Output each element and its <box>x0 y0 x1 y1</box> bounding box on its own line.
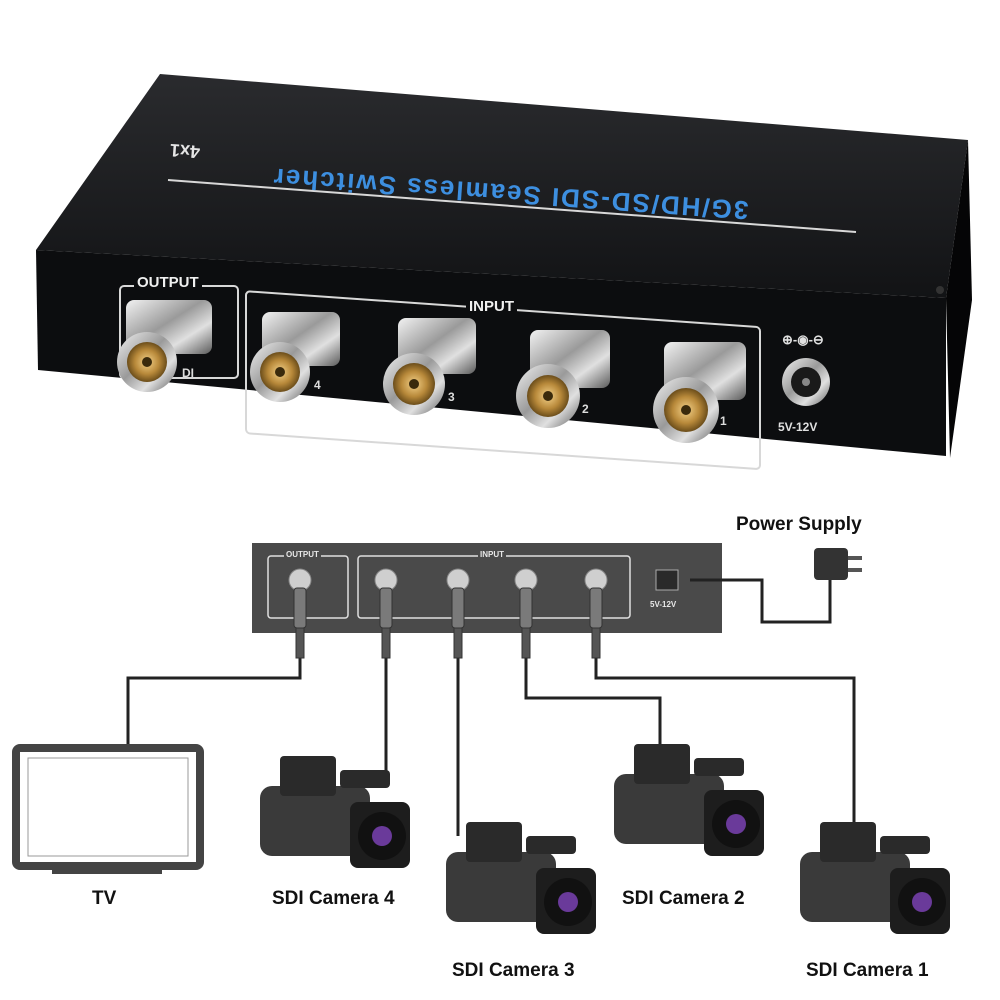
power-adapter-icon <box>814 548 862 580</box>
device-port-label-3: 3 <box>448 390 455 404</box>
camera-2-icon <box>614 744 764 856</box>
camera-1-label: SDI Camera 1 <box>806 960 929 981</box>
camera-4-label: SDI Camera 4 <box>272 888 395 909</box>
device-output-label: OUTPUT <box>134 274 202 291</box>
diagram-power-label: 5V-12V <box>650 600 677 609</box>
bnc-connector-input-2 <box>516 330 610 428</box>
power-supply-label: Power Supply <box>736 514 862 535</box>
device-port-label-4: 4 <box>314 378 321 392</box>
bnc-connector-input-1 <box>653 342 746 443</box>
device-top-face <box>36 74 968 298</box>
device-polarity-symbol: ⊕-◉-⊖ <box>782 332 824 347</box>
device-port-label-output: DI <box>182 366 194 380</box>
camera-2-label: SDI Camera 2 <box>622 888 745 909</box>
camera-3-icon <box>446 822 596 934</box>
camera-1-icon <box>800 822 950 934</box>
diagram-input-label: INPUT <box>478 550 506 559</box>
camera-3-label: SDI Camera 3 <box>452 960 575 981</box>
bnc-connector-output <box>117 300 212 392</box>
dc-power-jack <box>782 358 830 406</box>
device-port-label-2: 2 <box>582 402 589 416</box>
bnc-connector-input-3 <box>383 318 476 415</box>
device-power-label: 5V-12V <box>778 420 818 434</box>
bnc-connector-input-4 <box>250 312 340 402</box>
device-input-label: INPUT <box>466 298 517 315</box>
device-model-label: 4x1 <box>169 139 201 163</box>
device-port-label-1: 1 <box>720 414 727 428</box>
diagram-output-label: OUTPUT <box>284 550 321 559</box>
camera-4-icon <box>260 756 410 868</box>
tv-label: TV <box>92 888 117 909</box>
tv-icon <box>12 744 204 874</box>
